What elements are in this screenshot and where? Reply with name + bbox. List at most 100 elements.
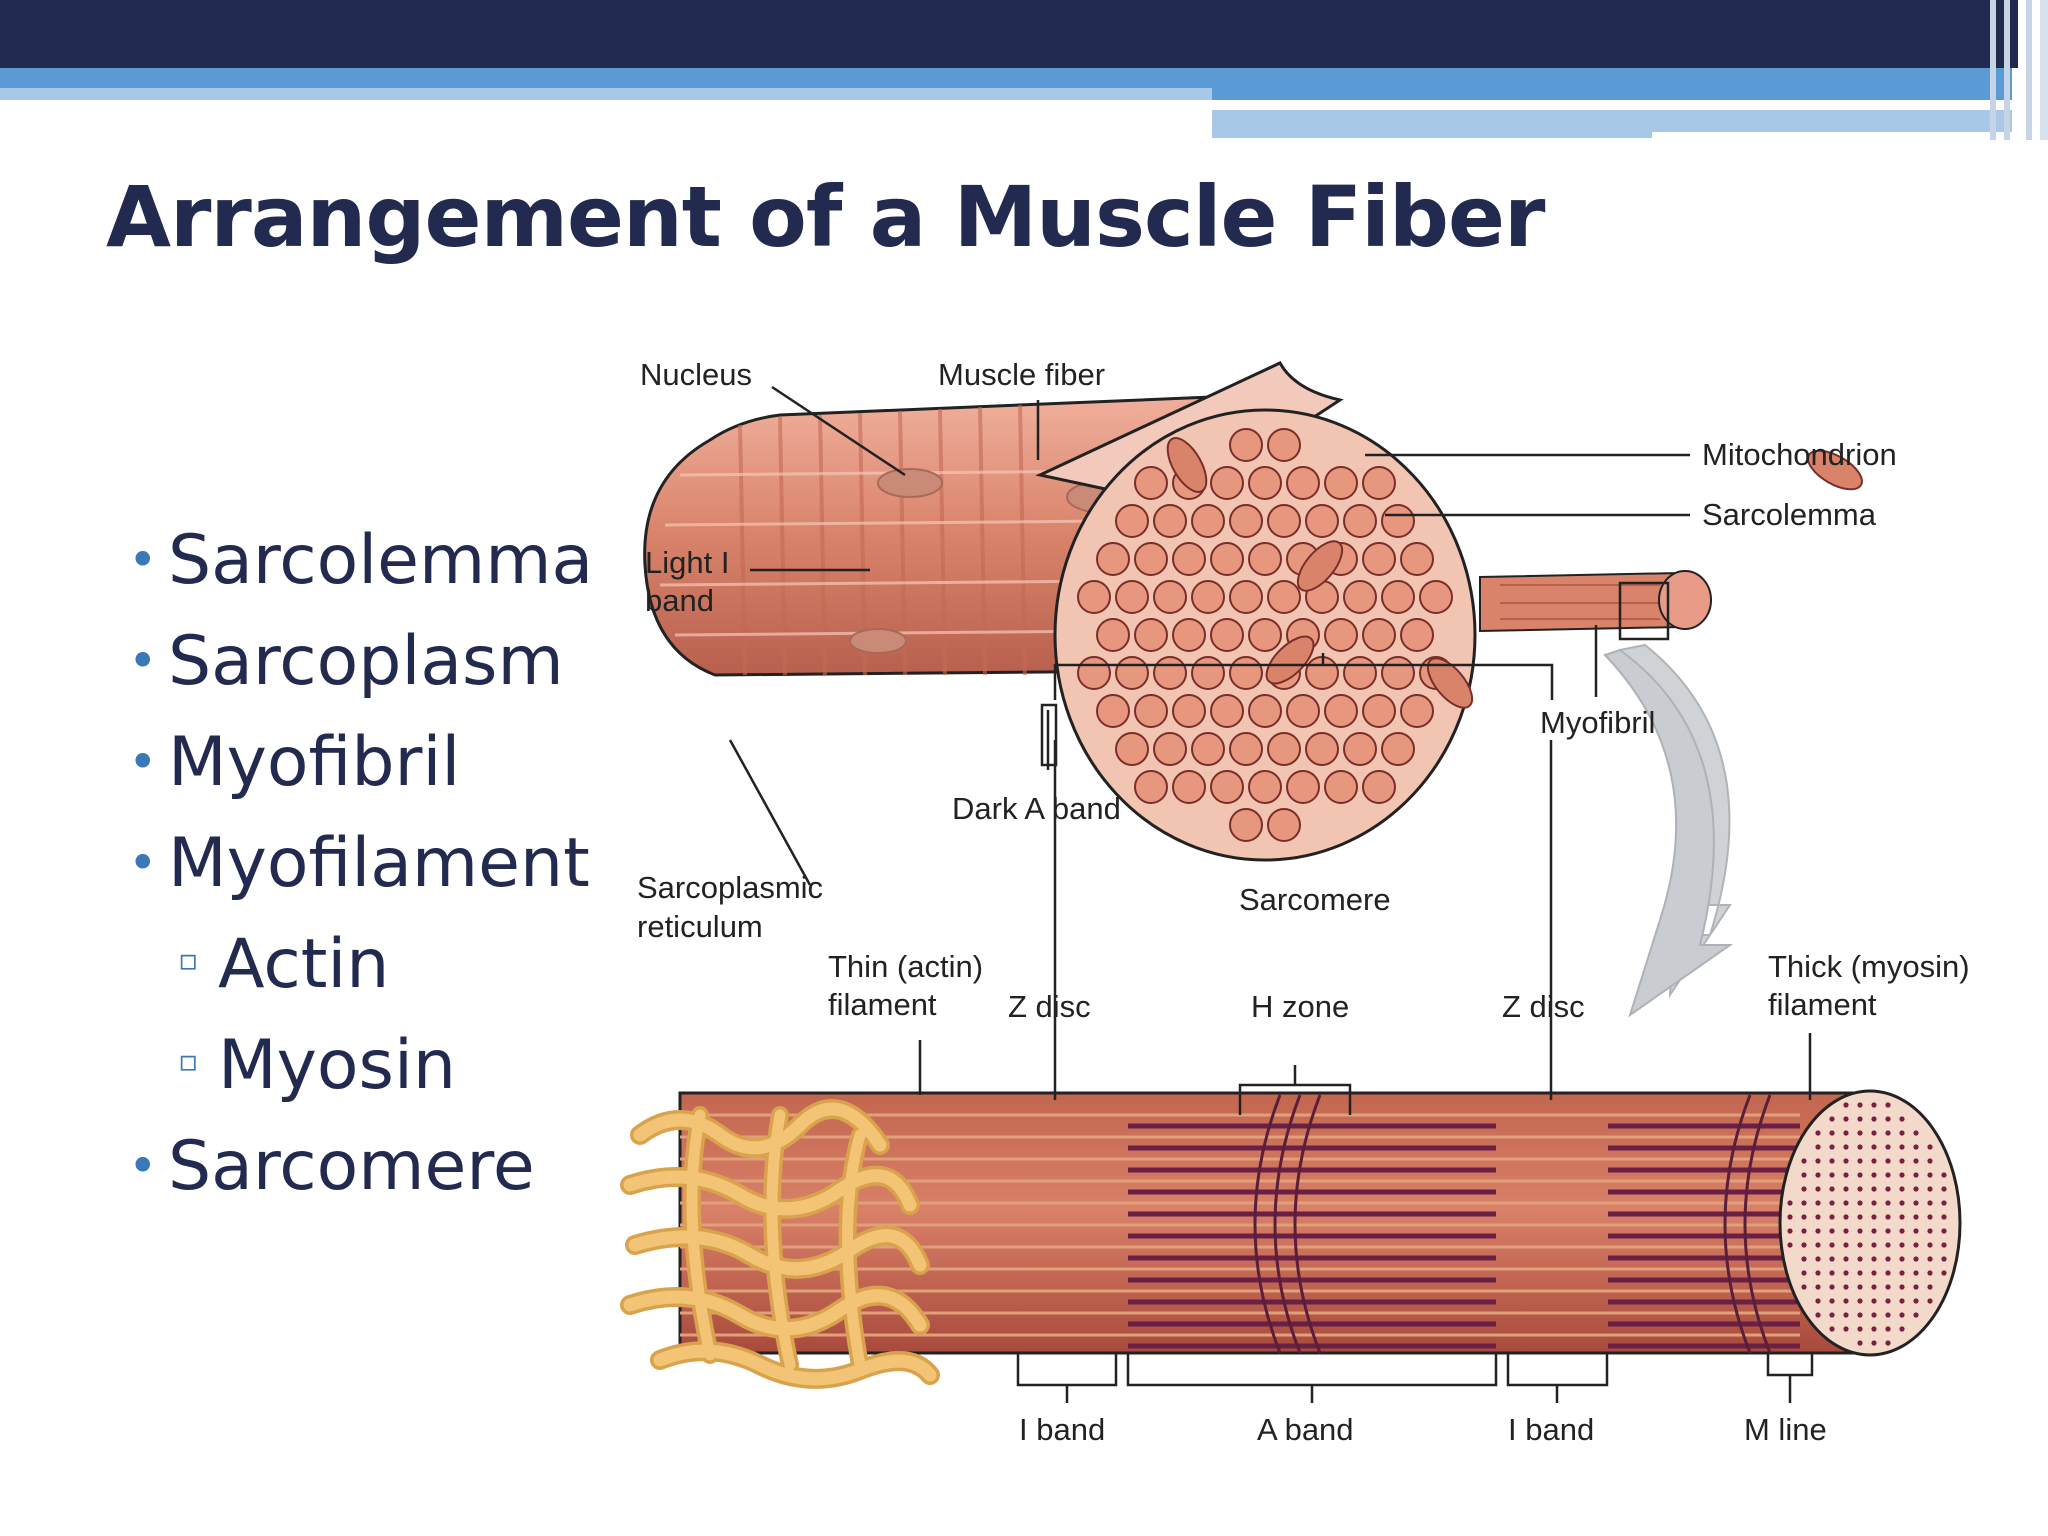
bullet-label: Myofibril xyxy=(168,723,461,802)
label-myofibril: Myofibril xyxy=(1540,705,1655,740)
filament-dot xyxy=(1927,1242,1933,1248)
sub-bullet-item: ▫Actin xyxy=(178,914,593,1015)
myofibril-dot xyxy=(1115,504,1149,538)
filament-dot xyxy=(1885,1256,1891,1262)
myofibril-dot xyxy=(1172,770,1206,804)
mitochondria xyxy=(1166,437,1863,709)
filament-dot xyxy=(1857,1228,1863,1234)
filament-dot xyxy=(1871,1270,1877,1276)
myofibril-dot xyxy=(1096,694,1130,728)
myofibril-dot xyxy=(1229,504,1263,538)
filament-dot xyxy=(1857,1144,1863,1150)
myofibril-dot xyxy=(1172,542,1206,576)
myofibril-dot xyxy=(1153,656,1187,690)
filament-dot xyxy=(1885,1186,1891,1192)
filament-dot xyxy=(1787,1228,1793,1234)
myofibril-dot xyxy=(1134,466,1168,500)
filament-dot xyxy=(1913,1172,1919,1178)
myofibril-dot xyxy=(1324,466,1358,500)
filament-dot xyxy=(1885,1116,1891,1122)
myofibril-dot xyxy=(1096,542,1130,576)
myofibril-dot xyxy=(1381,504,1415,538)
filament-dot xyxy=(1829,1158,1835,1164)
end-cap-filament-dots xyxy=(1787,1102,1947,1346)
filament-dot xyxy=(1927,1298,1933,1304)
filament-dot xyxy=(1815,1284,1821,1290)
filament-dot xyxy=(1913,1242,1919,1248)
filament-dot xyxy=(1913,1158,1919,1164)
filament-dot xyxy=(1927,1270,1933,1276)
filament-dot xyxy=(1843,1214,1849,1220)
myofibril-dot xyxy=(1115,732,1149,766)
myofibril-dot xyxy=(1362,694,1396,728)
filament-dot xyxy=(1913,1228,1919,1234)
myofibril-dot xyxy=(1267,580,1301,614)
filament-dot xyxy=(1913,1130,1919,1136)
filament-dot xyxy=(1913,1270,1919,1276)
myofibril-dot xyxy=(1248,466,1282,500)
filament-dot xyxy=(1829,1284,1835,1290)
filament-dot xyxy=(1885,1102,1891,1108)
bullet-label: Sarcomere xyxy=(168,1127,535,1206)
filament-dot xyxy=(1815,1270,1821,1276)
filament-dot xyxy=(1829,1144,1835,1150)
filament-dot xyxy=(1801,1200,1807,1206)
filament-dot xyxy=(1815,1228,1821,1234)
label-light-i-band-1: Light I xyxy=(645,545,729,580)
filament-dot xyxy=(1871,1130,1877,1136)
myofibril-dot xyxy=(1267,428,1301,462)
filament-dot xyxy=(1857,1284,1863,1290)
myofibril-dot xyxy=(1229,580,1263,614)
myofibril-dot xyxy=(1343,732,1377,766)
filament-dot xyxy=(1815,1158,1821,1164)
myofibril-dot xyxy=(1210,694,1244,728)
label-i-band-right: I band xyxy=(1508,1412,1594,1447)
bullet-item: •Myofibril xyxy=(128,712,593,813)
filament-dot xyxy=(1829,1270,1835,1276)
filament-dot xyxy=(1899,1200,1905,1206)
label-thick-filament-1: Thick (myosin) xyxy=(1768,949,1970,984)
label-mitochondrion: Mitochondrion xyxy=(1702,437,1897,472)
filament-dot xyxy=(1843,1270,1849,1276)
filament-dot xyxy=(1857,1102,1863,1108)
myofibril-cross-sections xyxy=(1077,428,1453,842)
myofibril-dot xyxy=(1362,770,1396,804)
filament-dot xyxy=(1871,1116,1877,1122)
myofibril-dot xyxy=(1305,732,1339,766)
filament-dot xyxy=(1927,1256,1933,1262)
filament-dot xyxy=(1885,1158,1891,1164)
filament-dot xyxy=(1843,1172,1849,1178)
myofibril-dot xyxy=(1210,618,1244,652)
filament-dot xyxy=(1885,1270,1891,1276)
filament-dot xyxy=(1927,1284,1933,1290)
filament-dot xyxy=(1871,1340,1877,1346)
filament-dot xyxy=(1815,1256,1821,1262)
filament-dot xyxy=(1829,1312,1835,1318)
filament-dot xyxy=(1801,1214,1807,1220)
filament-dot xyxy=(1913,1298,1919,1304)
filament-dot xyxy=(1913,1200,1919,1206)
filament-dot xyxy=(1843,1102,1849,1108)
filament-dot xyxy=(1843,1144,1849,1150)
sub-bullet-marker: ▫ xyxy=(178,943,199,978)
bullet-marker: • xyxy=(128,834,158,892)
filament-dot xyxy=(1885,1312,1891,1318)
myofibril-dot xyxy=(1381,580,1415,614)
filament-dot xyxy=(1871,1326,1877,1332)
label-i-band-left: I band xyxy=(1019,1412,1105,1447)
bottom-leader-lines xyxy=(728,653,1814,1403)
myofibril-dot xyxy=(1134,694,1168,728)
filament-dot xyxy=(1899,1172,1905,1178)
label-dark-a-band: Dark A band xyxy=(952,791,1121,826)
filament-dot xyxy=(1815,1298,1821,1304)
filament-dot xyxy=(1871,1144,1877,1150)
myofibril-dot xyxy=(1362,542,1396,576)
label-m-line: M line xyxy=(1744,1412,1827,1447)
sub-bullet-marker: ▫ xyxy=(178,1044,199,1079)
filament-dot xyxy=(1829,1326,1835,1332)
filament-dot xyxy=(1927,1200,1933,1206)
filament-dot xyxy=(1843,1326,1849,1332)
filament-dot xyxy=(1927,1214,1933,1220)
filament-dot xyxy=(1857,1172,1863,1178)
filament-dot xyxy=(1913,1144,1919,1150)
